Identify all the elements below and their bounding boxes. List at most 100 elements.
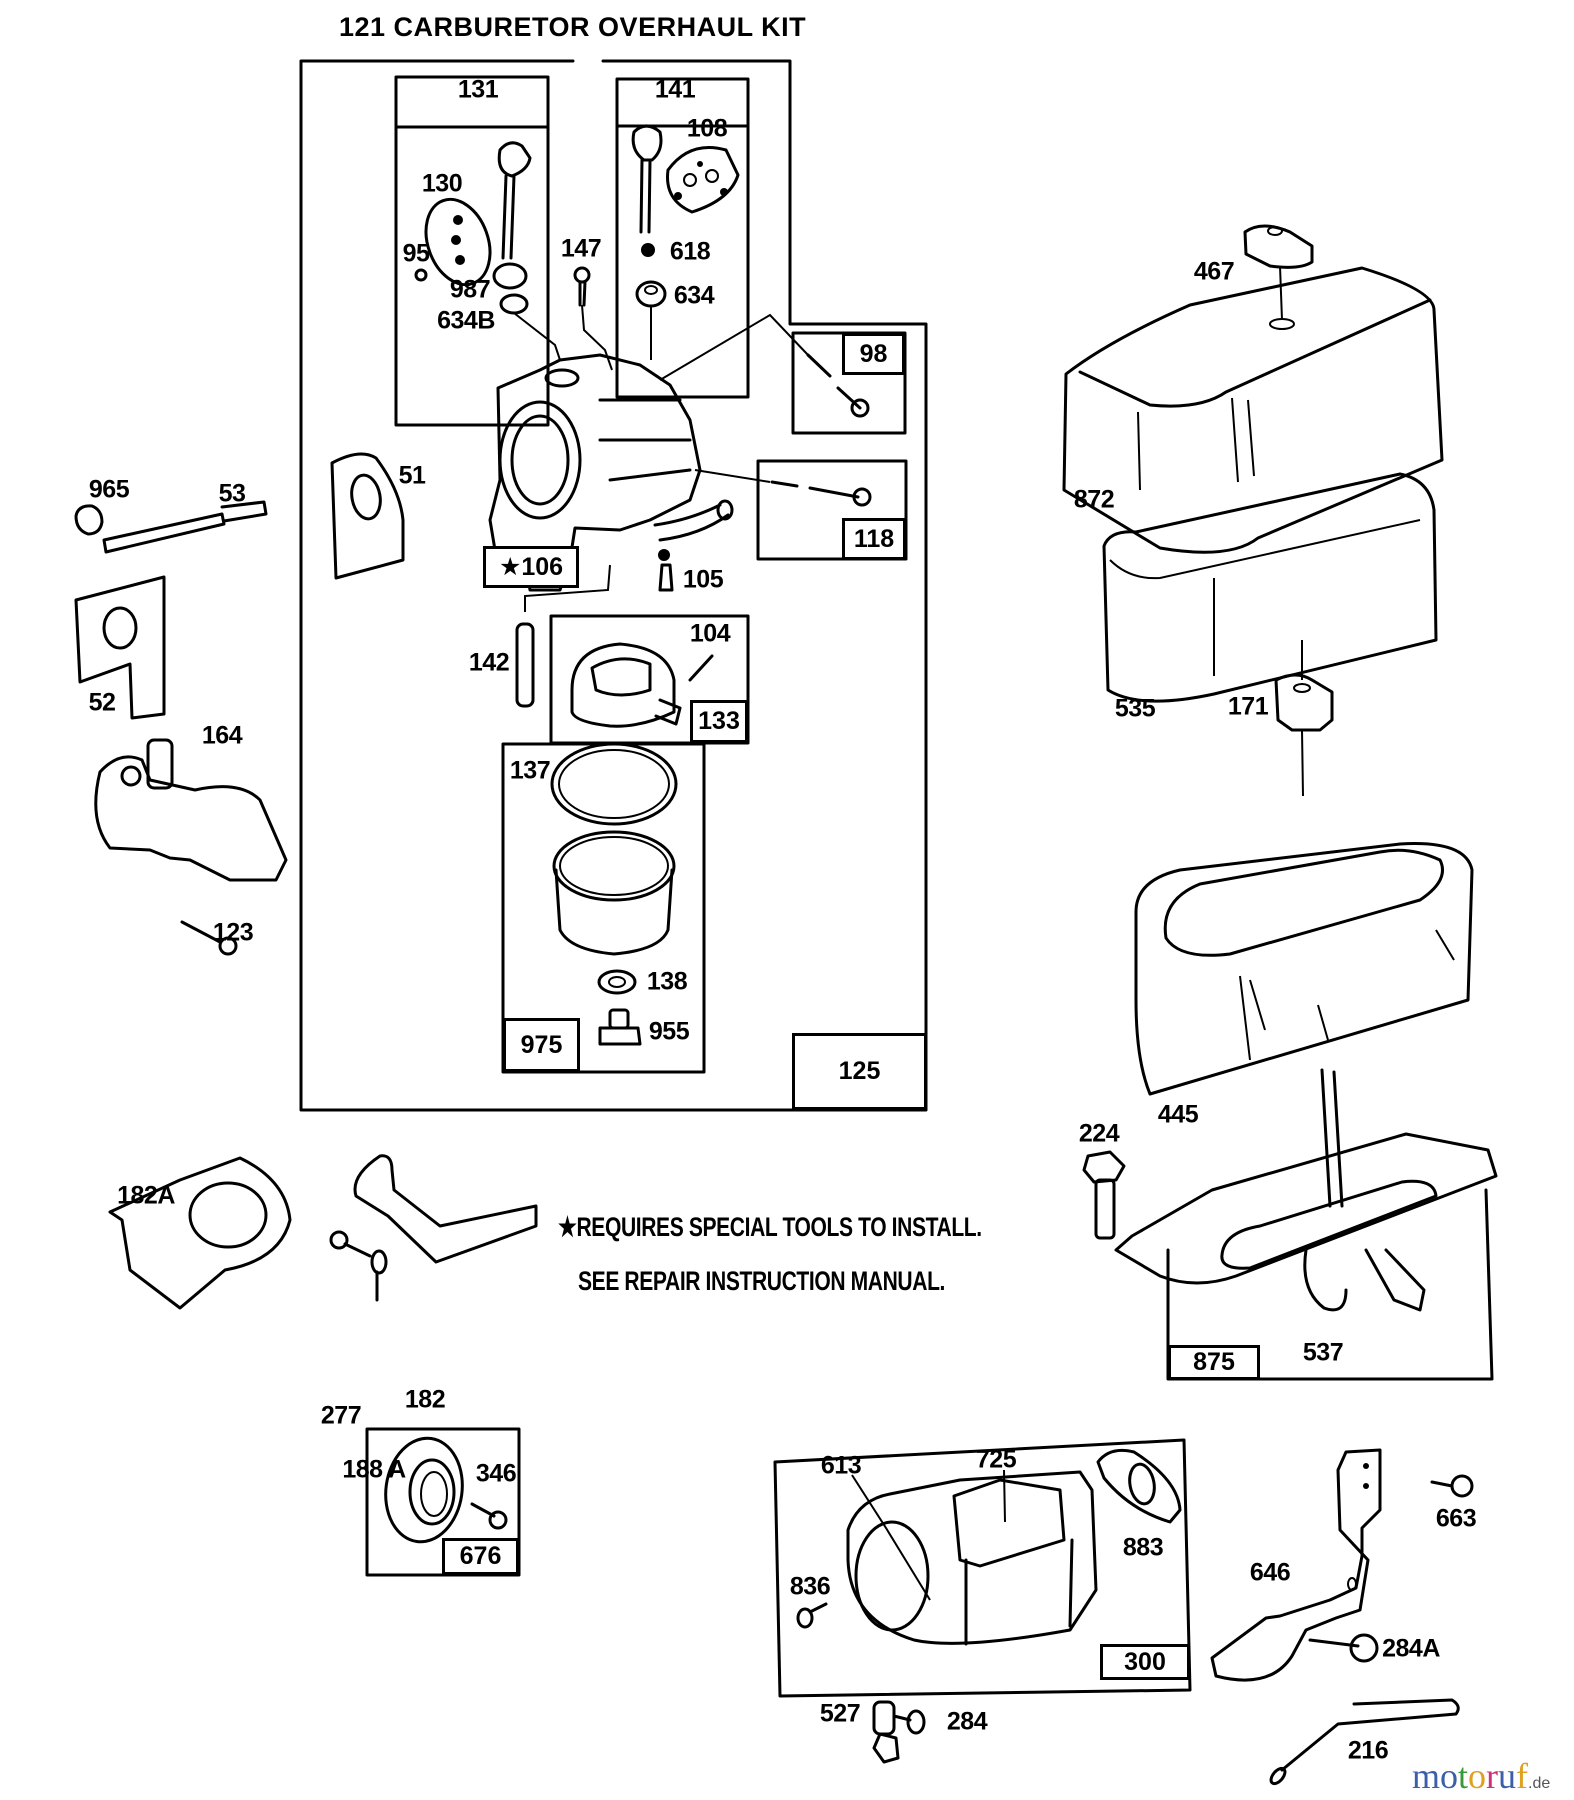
callout-147: 147 [560, 234, 602, 263]
watermark-letter: r [1486, 1756, 1499, 1796]
callout-171: 171 [1227, 692, 1269, 721]
callout-52: 52 [88, 688, 116, 717]
part-164-intake-manifold-icon [94, 738, 288, 882]
part-131-throttle-shaft-icon [492, 141, 532, 315]
box-label-125: 125 [792, 1033, 927, 1110]
watermark-letter: u [1498, 1756, 1517, 1796]
part-224-bolt-icon [1082, 1150, 1126, 1240]
box-875-outline [1166, 1188, 1494, 1381]
part-872-cover-icon [1062, 266, 1444, 554]
box-label-118: 118 [842, 518, 906, 560]
part-646-bracket-icon [1210, 1448, 1382, 1682]
part-965-nut-icon [74, 504, 104, 536]
part-875-base-icon [1114, 1068, 1498, 1312]
part-104-pin-icon [688, 654, 714, 682]
box-141-outline [615, 77, 750, 399]
callout-467: 467 [1193, 257, 1235, 286]
callout-51: 51 [398, 461, 426, 490]
callout-105: 105 [682, 565, 724, 594]
callout-965: 965 [88, 475, 130, 504]
part-955-bowl-nut-icon [598, 1008, 642, 1046]
part-123-screw-icon [180, 920, 238, 956]
kit-frame-outline [299, 59, 928, 1112]
callout-527: 527 [819, 1699, 861, 1728]
box-label-98: 98 [842, 333, 905, 375]
callout-634: 634 [673, 281, 715, 310]
callout-95: 95 [402, 239, 430, 268]
float-bowl-icon [552, 830, 676, 956]
part-467-wing-nut-icon [1243, 224, 1314, 321]
watermark-letter: f [1516, 1756, 1529, 1796]
callout-284: 284 [946, 1707, 988, 1736]
part-284A-screw-icon [1308, 1633, 1379, 1663]
callout-618: 618 [669, 237, 711, 266]
special-tools-note-line2: SEE REPAIR INSTRUCTION MANUAL. [578, 1266, 946, 1296]
box-label-131: 131 [457, 75, 499, 104]
part-527-clip-icon [872, 1700, 926, 1764]
callout-646: 646 [1249, 1558, 1291, 1587]
leader-line [851, 1474, 931, 1601]
box-label-141: 141 [654, 75, 696, 104]
leader-line [659, 313, 809, 381]
part-836-screw-icon [796, 1602, 828, 1629]
callout-164: 164 [201, 721, 243, 750]
part-883-gasket-icon [1096, 1448, 1182, 1524]
part-676-screen-icon [384, 1436, 464, 1544]
box-label-676: 676 [442, 1538, 519, 1575]
watermark-suffix: .de [1528, 1775, 1551, 1792]
box-label-975: 975 [503, 1018, 580, 1072]
box-label-133: 133 [690, 700, 748, 743]
watermark-letter: o [1440, 1756, 1459, 1796]
part-216-link-rod-icon [1269, 1698, 1460, 1786]
callout-634B: 634B [437, 306, 495, 335]
part-535-precleaner-icon [1102, 472, 1438, 703]
part-141-choke-shaft-icon [631, 124, 663, 234]
callout-142: 142 [468, 648, 510, 677]
box-118-outline [756, 459, 908, 561]
part-133-float-icon [570, 642, 682, 728]
part-137-gasket-icon [550, 742, 678, 826]
box-label-300: 300 [1100, 1644, 1190, 1680]
box-300-outline [773, 1438, 1192, 1698]
part-300-blower-housing-icon [846, 1470, 1098, 1646]
part-51-gasket-icon [330, 452, 405, 580]
box-label-106-special-tools: ★106 [483, 546, 579, 588]
part-445-filter-icon [1134, 842, 1474, 1096]
callout-537: 537 [1302, 1338, 1344, 1367]
callout-836: 836 [789, 1572, 831, 1601]
part-52-gasket-icon [74, 575, 166, 720]
callout-883: 883 [1122, 1533, 1164, 1562]
watermark-letter: m [1412, 1756, 1441, 1796]
leader-line [581, 304, 613, 371]
part-171-spacer-icon [1274, 640, 1334, 797]
watermark-letter: o [1468, 1756, 1487, 1796]
callout-182: 182 [404, 1385, 446, 1414]
callout-955: 955 [648, 1017, 690, 1046]
leader-line [513, 312, 561, 361]
callout-663: 663 [1435, 1504, 1477, 1533]
part-98-screw-icon [806, 353, 870, 418]
callout-987: 987 [449, 275, 491, 304]
motoruf-watermark: motoruf.de [1412, 1755, 1550, 1797]
box-label-875: 875 [1168, 1345, 1260, 1380]
kit-title: 121 CARBURETOR OVERHAUL KIT [339, 12, 807, 42]
callout-188A: 188 A [342, 1455, 406, 1484]
part-130-diaphragm-icon [424, 197, 492, 287]
part-138-washer-icon [597, 969, 637, 995]
callout-284A: 284A [1382, 1634, 1440, 1663]
callout-123: 123 [212, 918, 254, 947]
part-105-jet-icon [658, 549, 674, 592]
part-108-choke-plate-icon [666, 146, 740, 214]
part-147-screw-icon [573, 266, 591, 307]
part-182A-bracket-icon [108, 1156, 292, 1310]
part-53-stud-icon [102, 500, 268, 554]
callout-182A: 182A [117, 1181, 175, 1210]
watermark-logo-text: motoruf [1412, 1756, 1528, 1796]
leader-line [1003, 1469, 1006, 1523]
part-277-screw-icon [329, 1230, 388, 1302]
callout-53: 53 [218, 479, 246, 508]
part-346-screw-icon [470, 1502, 508, 1530]
callout-872: 872 [1073, 485, 1115, 514]
